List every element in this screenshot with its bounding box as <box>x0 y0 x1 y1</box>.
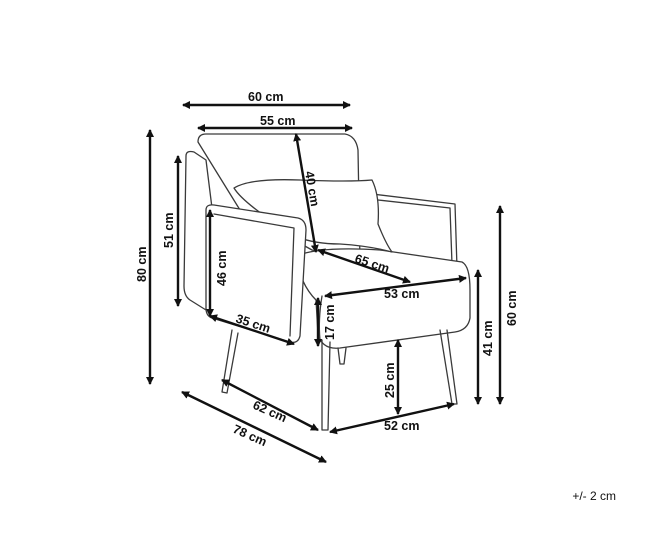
tolerance-note: +/- 2 cm <box>572 489 616 503</box>
label-backrest-height: 51 cm <box>162 213 176 248</box>
label-arm-total-height: 60 cm <box>505 291 519 326</box>
label-back-width: 55 cm <box>260 114 295 128</box>
label-total-height: 80 cm <box>135 247 149 282</box>
leg-back-right <box>439 329 458 405</box>
label-armrest-height: 46 cm <box>215 251 229 286</box>
label-back-height: 40 cm <box>302 170 322 207</box>
label-base-depth: 62 cm <box>251 398 289 425</box>
label-seat-thickness: 17 cm <box>323 305 337 340</box>
label-overall-width: 60 cm <box>248 90 283 104</box>
label-leg-height: 25 cm <box>383 363 397 398</box>
dimension-lines <box>146 101 504 464</box>
label-seat-depth-front: 53 cm <box>384 287 419 301</box>
leg-back-middle <box>337 347 347 365</box>
leg-front-right <box>321 339 331 431</box>
label-base-width: 52 cm <box>384 419 419 433</box>
label-seat-height: 41 cm <box>481 321 495 356</box>
